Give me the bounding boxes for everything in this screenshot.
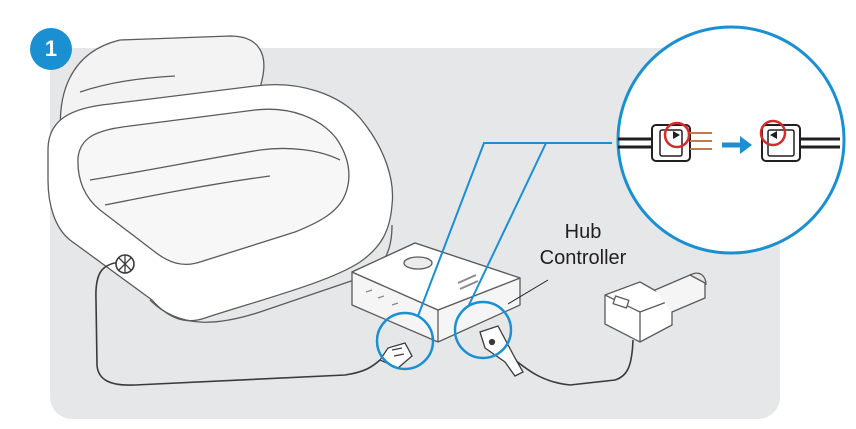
hub-controller-illustration [351, 242, 521, 343]
charger-cable [504, 339, 634, 386]
car-charger-illustration [604, 272, 707, 343]
seat-plug-illustration [379, 342, 413, 369]
connector-zoom-callout [616, 25, 846, 255]
seat-illustration [47, 35, 394, 323]
hub-connector-zoom-circle [453, 300, 513, 360]
callout-lines [417, 142, 612, 317]
hub-label-line2: Controller [539, 247, 627, 269]
step-number-badge: 1 [30, 28, 72, 70]
hub-label-line1: Hub [564, 221, 602, 243]
seat-cable [95, 261, 381, 386]
seat-connector-zoom-circle [375, 311, 435, 371]
hub-controller-label: Hub Controller [528, 219, 638, 271]
hub-label-leader-line [507, 279, 549, 305]
seat-cable-port-icon [115, 254, 135, 274]
